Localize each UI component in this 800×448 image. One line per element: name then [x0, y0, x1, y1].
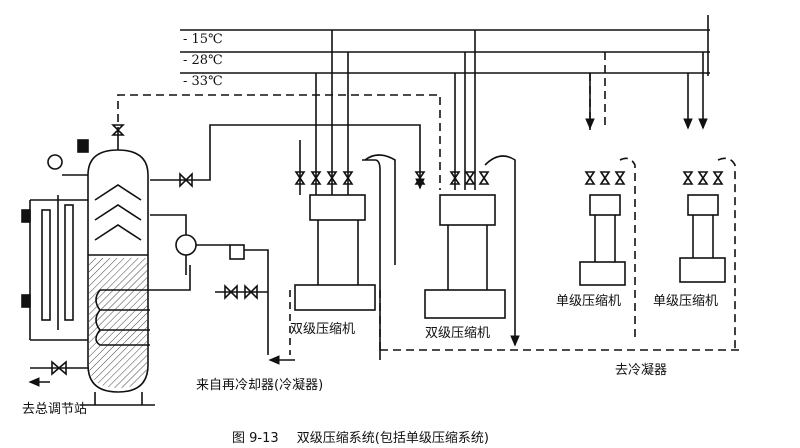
label-to-main-station: 去总调节站 [22, 402, 88, 417]
label-single-stage-1: 单级压缩机 [556, 294, 622, 309]
header-temp-28: - 28℃ [183, 53, 223, 68]
valve-clusters [294, 171, 724, 185]
label-from-subcooler: 来自再冷却器(冷凝器) [196, 378, 324, 393]
two-stage-compressor-1 [289, 30, 396, 360]
outlet-to-station [28, 360, 88, 387]
two-stage-compressor-2 [379, 30, 740, 350]
dashed-line-top [117, 94, 441, 190]
label-two-stage-2: 双级压缩机 [425, 326, 491, 341]
single-stage-compressor-1 [579, 52, 636, 340]
header-temp-33: - 33℃ [183, 74, 223, 89]
figure-number: 图 9-13 [232, 431, 279, 446]
intercooler-vessel [80, 135, 155, 406]
figure-caption: 图 9-13 双级压缩系统(包括单级压缩系统) [232, 427, 489, 446]
level-gauges [21, 139, 89, 341]
label-single-stage-2: 单级压缩机 [653, 294, 719, 309]
figure-title: 双级压缩系统(包括单级压缩系统) [296, 431, 489, 446]
valve-icon [111, 124, 125, 136]
label-two-stage-1: 双级压缩机 [290, 322, 356, 337]
suction-headers [180, 15, 710, 76]
header-temp-15: - 15℃ [183, 32, 223, 47]
single-stage-compressor-2 [679, 52, 736, 350]
label-to-condenser: 去冷凝器 [615, 363, 668, 378]
